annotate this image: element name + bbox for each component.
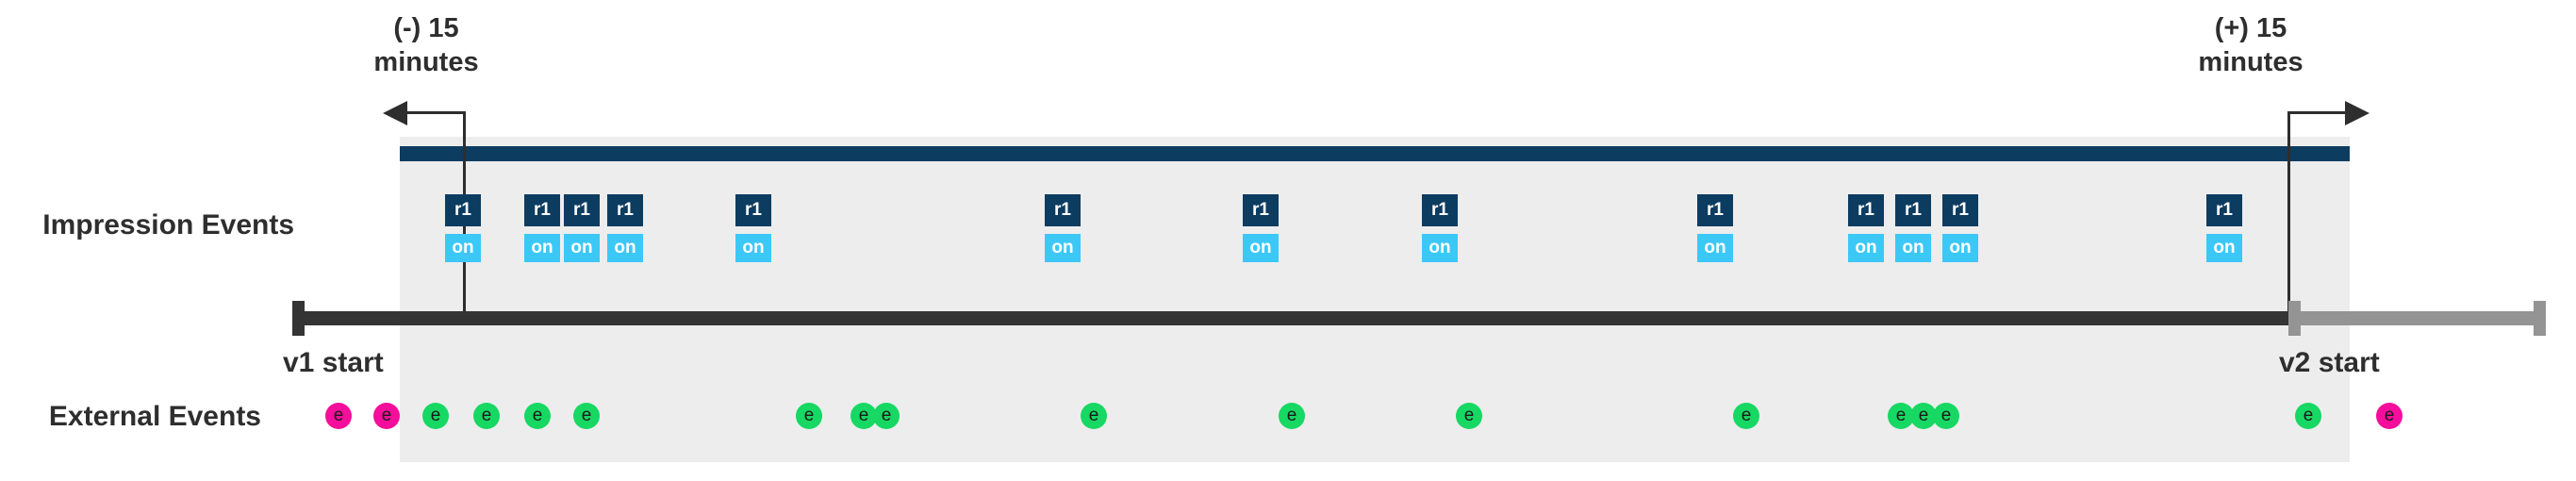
timeline-start-cap-v2: [2288, 301, 2301, 336]
callout-line1: (+) 15: [2214, 13, 2287, 43]
timeline-start-cap-v1: [292, 301, 305, 336]
impression-event-state-badge: on: [1697, 234, 1733, 262]
impression-event-request-badge: r1: [564, 194, 600, 226]
impression-event-state-badge: on: [445, 234, 481, 262]
impression-event[interactable]: r1 on: [524, 194, 560, 262]
impression-event-request-badge: r1: [1422, 194, 1458, 226]
external-event-dot-green[interactable]: e: [473, 403, 500, 429]
timeline-segment-v2: [2288, 311, 2546, 325]
observation-window-band: [400, 137, 2350, 462]
impression-event[interactable]: r1 on: [607, 194, 643, 262]
external-event-dot-green[interactable]: e: [2295, 403, 2321, 429]
external-event-dot-green[interactable]: e: [573, 403, 600, 429]
impression-event-state-badge: on: [735, 234, 771, 262]
impression-event-request-badge: r1: [524, 194, 560, 226]
impression-event-request-badge: r1: [1045, 194, 1081, 226]
impression-event[interactable]: r1 on: [564, 194, 600, 262]
callout-arrow-stem-plus-15: [2288, 111, 2347, 114]
impression-event[interactable]: r1 on: [1697, 194, 1733, 262]
external-event-dot-green[interactable]: e: [1081, 403, 1107, 429]
impression-event-state-badge: on: [1045, 234, 1081, 262]
external-event-dot-green[interactable]: e: [1733, 403, 1759, 429]
impression-event[interactable]: r1 on: [1895, 194, 1931, 262]
callout-arrow-stem-minus-15: [405, 111, 464, 114]
impression-event-state-badge: on: [564, 234, 600, 262]
impression-event[interactable]: r1 on: [1045, 194, 1081, 262]
callout-text-plus-15: (+) 15 minutes: [2166, 11, 2336, 80]
row-label-impression-events: Impression Events: [42, 209, 294, 240]
external-event-dot-green[interactable]: e: [1888, 403, 1914, 429]
callout-line2: minutes: [2198, 47, 2304, 78]
timeline-label-v2-start: v2 start: [2279, 347, 2380, 378]
impression-event-state-badge: on: [1895, 234, 1931, 262]
external-event-dot-magenta[interactable]: e: [2376, 403, 2403, 429]
impression-event-request-badge: r1: [1942, 194, 1978, 226]
impression-event[interactable]: r1 on: [2206, 194, 2242, 262]
impression-event-request-badge: r1: [1848, 194, 1884, 226]
impression-event[interactable]: r1 on: [1243, 194, 1279, 262]
external-event-dot-green[interactable]: e: [1910, 403, 1937, 429]
impression-event-state-badge: on: [1942, 234, 1978, 262]
timeline-end-cap-v2: [2534, 301, 2546, 336]
impression-event-state-badge: on: [1243, 234, 1279, 262]
impression-event[interactable]: r1 on: [735, 194, 771, 262]
timeline-segment-v1: [292, 311, 2288, 325]
external-event-dot-green[interactable]: e: [524, 403, 551, 429]
external-event-dot-green[interactable]: e: [873, 403, 900, 429]
external-event-dot-green[interactable]: e: [850, 403, 877, 429]
callout-arrowhead-plus-15: [2345, 101, 2370, 125]
impression-event-state-badge: on: [1848, 234, 1884, 262]
external-event-dot-green[interactable]: e: [1933, 403, 1959, 429]
impression-event-request-badge: r1: [1895, 194, 1931, 226]
impression-event[interactable]: r1 on: [1848, 194, 1884, 262]
external-event-dot-magenta[interactable]: e: [373, 403, 400, 429]
impression-event-request-badge: r1: [607, 194, 643, 226]
callout-arrowhead-minus-15: [383, 101, 407, 125]
impression-event-state-badge: on: [1422, 234, 1458, 262]
external-event-dot-green[interactable]: e: [1456, 403, 1482, 429]
callout-vline-plus-15: [2287, 111, 2290, 319]
impression-event-request-badge: r1: [2206, 194, 2242, 226]
row-label-external-events: External Events: [48, 401, 261, 432]
impression-event-state-badge: on: [524, 234, 560, 262]
impression-event-request-badge: r1: [1697, 194, 1733, 226]
impression-event-request-badge: r1: [445, 194, 481, 226]
impression-event[interactable]: r1 on: [1942, 194, 1978, 262]
impression-window-bar: [400, 146, 2350, 161]
external-event-dot-magenta[interactable]: e: [325, 403, 352, 429]
impression-event-state-badge: on: [2206, 234, 2242, 262]
timeline-label-v1-start: v1 start: [283, 347, 384, 378]
impression-event-request-badge: r1: [735, 194, 771, 226]
impression-event[interactable]: r1 on: [1422, 194, 1458, 262]
external-event-dot-green[interactable]: e: [796, 403, 822, 429]
external-event-dot-green[interactable]: e: [422, 403, 449, 429]
impression-event-state-badge: on: [607, 234, 643, 262]
impression-event[interactable]: r1 on: [445, 194, 481, 262]
callout-text-minus-15: (-) 15 minutes: [341, 11, 511, 80]
callout-line2: minutes: [373, 47, 479, 78]
external-event-dot-green[interactable]: e: [1279, 403, 1305, 429]
impression-event-request-badge: r1: [1243, 194, 1279, 226]
callout-line1: (-) 15: [393, 13, 459, 43]
